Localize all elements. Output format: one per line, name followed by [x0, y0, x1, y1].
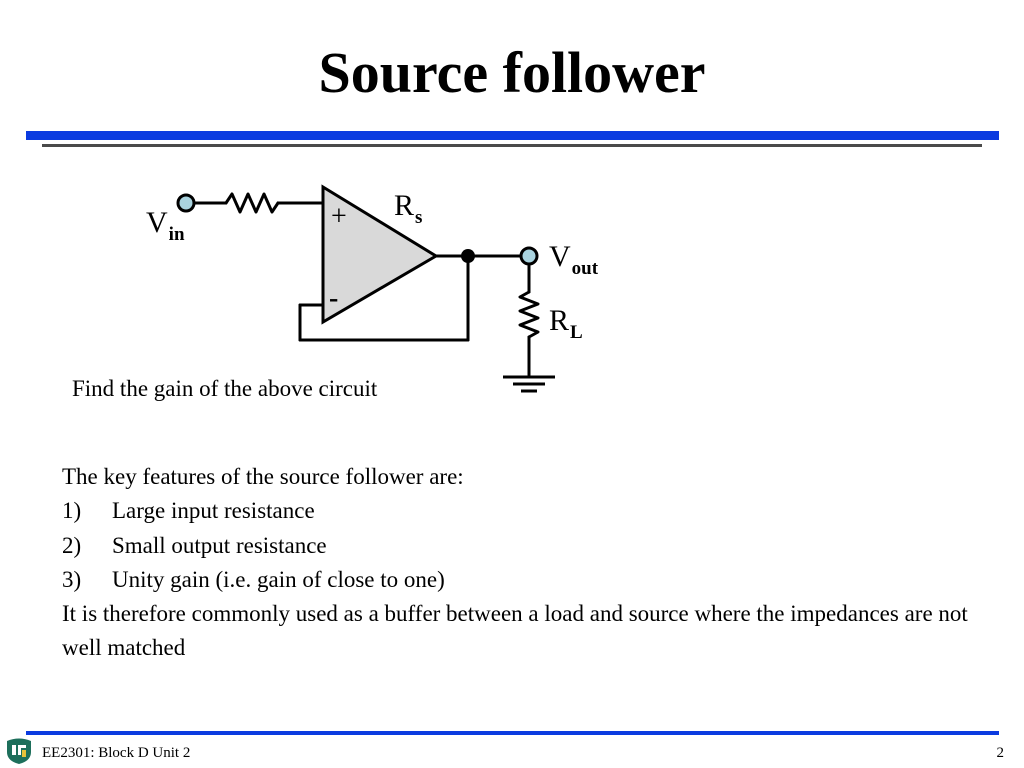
- university-logo-icon: [7, 738, 31, 764]
- rl-label: RL: [549, 304, 583, 344]
- list-item-text: Unity gain (i.e. gain of close to one): [112, 566, 445, 592]
- list-item-text: Large input resistance: [112, 498, 315, 524]
- features-block: The key features of the source follower …: [62, 460, 982, 666]
- input-resistor-icon: [224, 192, 280, 214]
- list-item-text: Small output resistance: [112, 532, 327, 558]
- slide-title: Source follower: [318, 40, 706, 105]
- features-conclusion: It is therefore commonly used as a buffe…: [62, 601, 968, 661]
- title-divider-gray: [42, 144, 982, 147]
- vin-label: Vin: [146, 206, 185, 246]
- vout-label: Vout: [549, 240, 599, 280]
- page-number: 2: [996, 745, 1005, 761]
- footer-divider: [26, 731, 999, 735]
- features-intro: The key features of the source follower …: [62, 464, 464, 489]
- output-terminal-icon: [519, 246, 539, 266]
- opamp-plus-sign: +: [331, 201, 347, 232]
- list-item-number: 1): [62, 498, 82, 524]
- load-resistor-icon: [518, 290, 540, 339]
- opamp-triangle: [321, 184, 439, 325]
- list-item: 1) Large input resistance: [62, 494, 982, 528]
- opamp-minus-sign: -: [329, 283, 339, 314]
- input-terminal-icon: [176, 193, 196, 213]
- question-text: Find the gain of the above circuit: [72, 376, 378, 401]
- list-item-number: 3): [62, 566, 82, 592]
- junction-dot: [461, 249, 475, 263]
- ground-icon: [503, 375, 555, 393]
- rs-label: Rs: [394, 189, 423, 229]
- list-item-number: 2): [62, 532, 82, 558]
- footer-course: EE2301: Block D Unit 2: [42, 745, 191, 761]
- title-divider-blue: [26, 131, 999, 140]
- list-item: 3) Unity gain (i.e. gain of close to one): [62, 563, 982, 597]
- list-item: 2) Small output resistance: [62, 529, 982, 563]
